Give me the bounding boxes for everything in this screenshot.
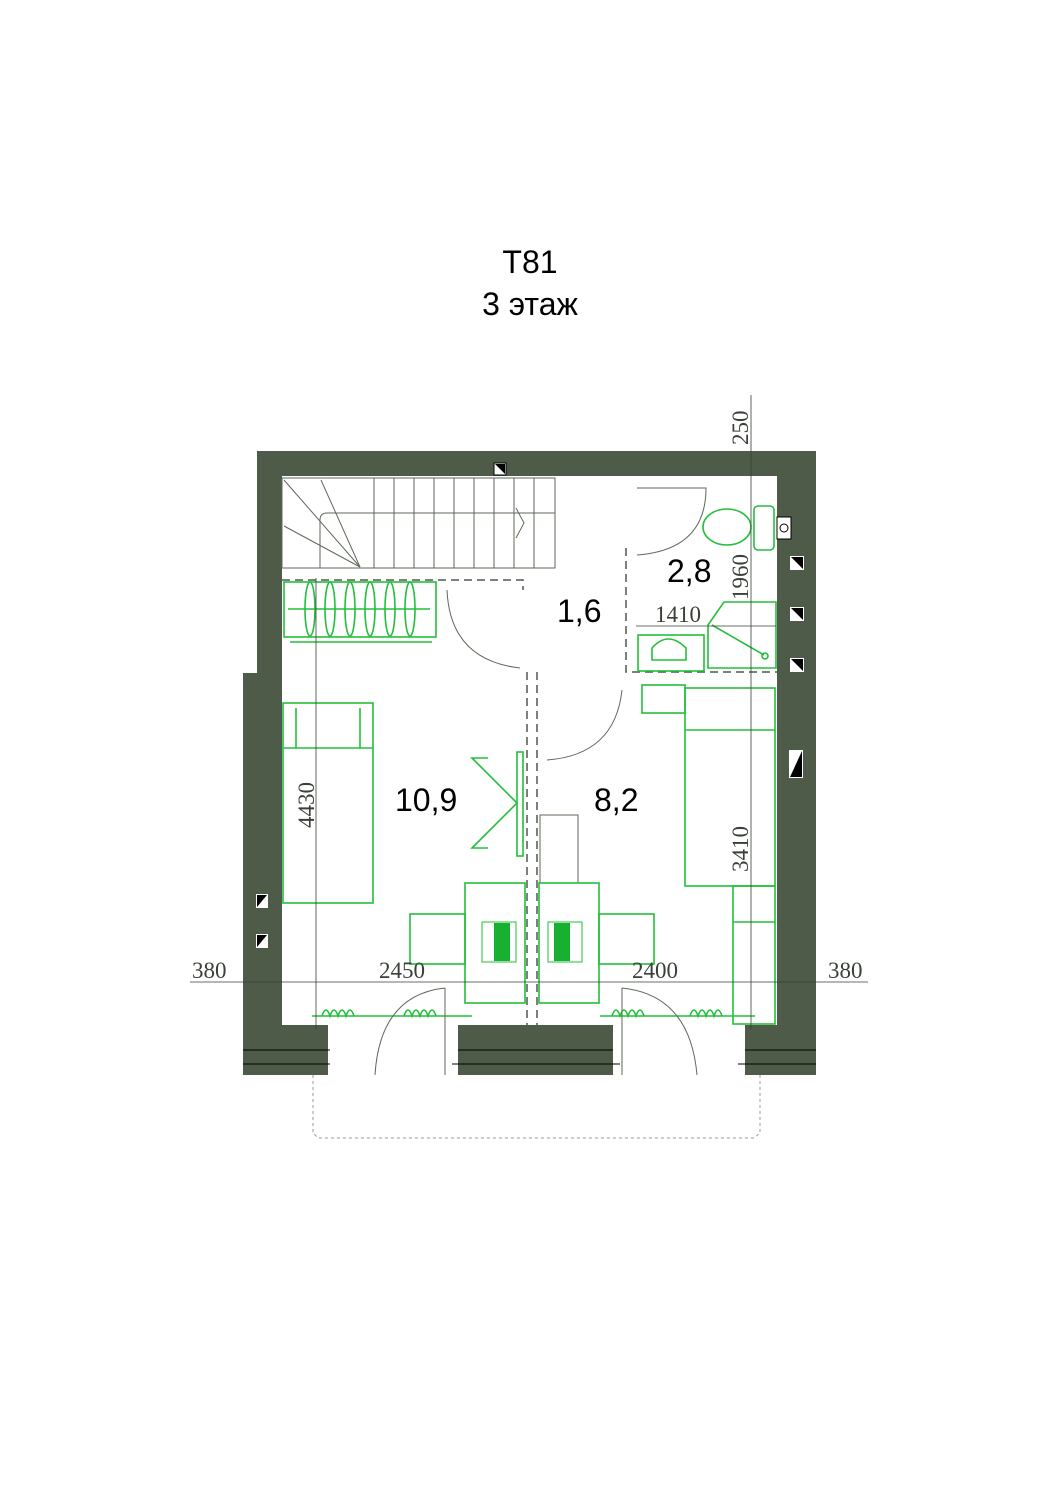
- wall-markers: [256, 462, 804, 948]
- dim-bath-width: 1410: [655, 602, 701, 627]
- plan-title: T81: [502, 244, 558, 280]
- partitions: [282, 487, 777, 1025]
- dim-left-wall: 380: [192, 958, 227, 983]
- dim-right-room-depth: 3410: [728, 826, 753, 872]
- wardrobe: [283, 581, 437, 643]
- balcony-outline: [312, 1075, 761, 1139]
- area-bedroom-left: 10,9: [395, 782, 457, 818]
- staircase: [281, 477, 556, 569]
- area-bedroom-right: 8,2: [594, 782, 638, 818]
- dimension-lines: [190, 395, 868, 1030]
- bed-right: [641, 684, 776, 1025]
- dim-left-room-width: 2450: [379, 958, 425, 983]
- tv-unit: [470, 751, 579, 884]
- floor-label: 3 этаж: [482, 286, 578, 322]
- dim-right-room-width: 2400: [632, 958, 678, 983]
- dim-top-wall: 250: [728, 411, 753, 446]
- radiators: [312, 987, 755, 1076]
- area-hall: 1,6: [557, 593, 601, 629]
- area-bathroom: 2,8: [667, 553, 711, 589]
- dim-left-room-depth: 4430: [294, 782, 319, 828]
- bathroom-fixtures: [637, 505, 777, 672]
- dim-bath-height: 1960: [728, 554, 753, 600]
- dim-right-wall: 380: [828, 958, 863, 983]
- bed-left: [282, 702, 374, 904]
- desks: [409, 882, 655, 1004]
